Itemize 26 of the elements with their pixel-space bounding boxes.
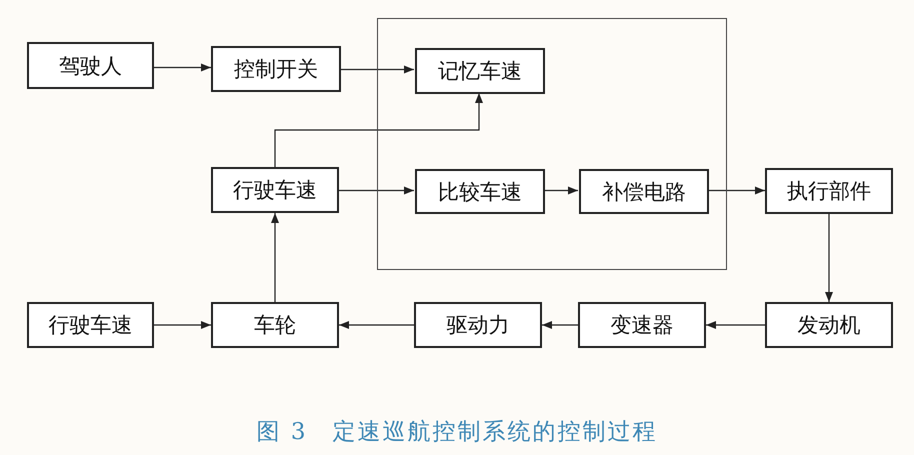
process-box: 行驶车速 [27,302,154,348]
arrow [271,213,279,302]
process-box: 补偿电路 [579,169,709,214]
arrow [339,321,414,329]
arrow [154,321,211,329]
process-box: 比较车速 [415,169,545,214]
process-box: 发动机 [765,302,893,348]
process-box: 执行部件 [765,168,893,214]
arrow [339,186,414,194]
process-box: 变速器 [578,302,706,348]
arrow [341,66,414,74]
arrow [708,186,765,194]
arrow [706,321,765,329]
arrow [825,214,833,302]
arrow [542,321,578,329]
process-box: 行驶车速 [211,167,339,213]
control-unit-frame [377,18,727,270]
process-box: 记忆车速 [415,48,545,94]
arrow [544,186,578,194]
process-box: 驾驶人 [27,42,154,89]
arrow [274,93,483,167]
figure-caption: 图 3 定速巡航控制系统的控制过程 [256,418,658,447]
process-box: 车轮 [211,302,339,348]
arrow [154,64,211,72]
process-box: 驱动力 [414,302,542,348]
process-box: 控制开关 [211,46,341,92]
